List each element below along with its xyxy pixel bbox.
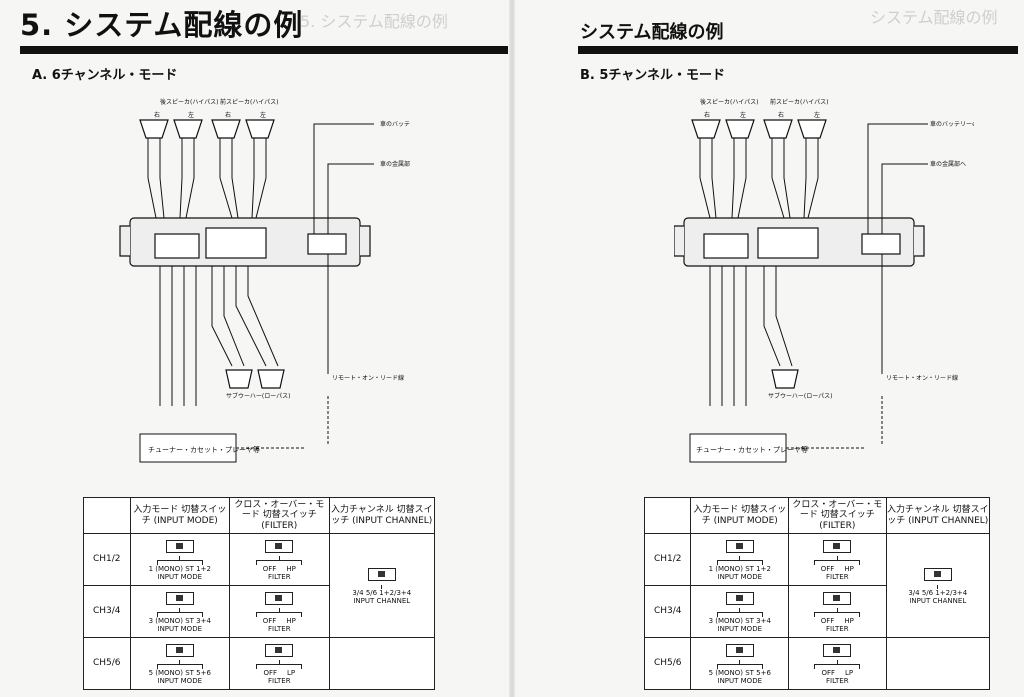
channel-label: CH5/6: [83, 637, 131, 690]
remote-lead-label: リモート・オン・リード線: [332, 374, 404, 382]
speaker-right-label: 右: [704, 111, 710, 119]
sub-wires: [211, 266, 279, 367]
empty-cell: [885, 637, 991, 690]
speaker-icon: [691, 119, 827, 139]
title-rule: [20, 46, 508, 54]
amplifier: [674, 217, 925, 267]
header-input-mode: 入力モード 切替スイッチ (INPUT MODE): [129, 497, 231, 534]
remote-lead-label: リモート・オン・リード線: [886, 374, 958, 382]
wiring-diagram: 後スピーカ(ハイパス) 前スピーカ(ハイパス) 右 左 右 左: [110, 96, 410, 466]
switch-settings-table: 入力モード 切替スイッチ (INPUT MODE) クロス・オーバー・モード 切…: [643, 497, 991, 690]
speaker-left-label: 左: [260, 111, 266, 119]
power-wires: [867, 123, 928, 374]
header-input-mode: 入力モード 切替スイッチ (INPUT MODE): [690, 497, 790, 534]
page-gutter: [509, 0, 515, 697]
switch-settings-table: 入力モード 切替スイッチ (INPUT MODE) クロス・オーバー・モード 切…: [83, 497, 436, 690]
speaker-left-label: 左: [188, 111, 194, 119]
bleed-through-text: 5. システム配線の例: [300, 12, 448, 31]
source-unit-label: チューナー・カセット・プレーヤ等: [696, 445, 808, 454]
header-filter: クロス・オーバー・モード 切替スイッチ (FILTER): [229, 497, 330, 534]
remote-dashed-lead: [786, 396, 883, 449]
speaker-left-label: 左: [814, 111, 820, 119]
source-unit-box: [139, 433, 237, 463]
wiring-diagram: 後スピーカ(ハイパス) 前スピーカ(ハイパス) 右 左 右 左: [674, 96, 974, 466]
speaker-right-label: 右: [154, 111, 160, 119]
mode-title: B. 5チャンネル・モード: [580, 68, 726, 83]
title-rule: [578, 46, 1018, 54]
channel-label: CH5/6: [643, 637, 692, 690]
rear-speakers-label: 後スピーカ(ハイパス): [700, 98, 758, 106]
speaker-icon: [139, 119, 275, 139]
front-speakers-label: 前スピーカ(ハイパス): [770, 98, 828, 106]
battery-label: 車のバッテリー⊕端子へ: [380, 120, 410, 128]
table-corner: [643, 497, 692, 534]
left-page: 5. システム配線の例 5. システム配線の例 A. 6チャンネル・モード 後ス…: [0, 0, 510, 697]
amplifier: [119, 217, 371, 267]
section-title: システム配線の例: [580, 22, 724, 43]
subwoofer-label: サブウーハー(ローパス): [226, 392, 291, 400]
ground-label: 車の金属部へ: [930, 160, 966, 168]
channel-label: CH1/2: [83, 533, 131, 586]
subwoofer-icon: [771, 369, 799, 389]
rca-cables: [709, 266, 747, 406]
rear-speakers-label: 後スピーカ(ハイパス): [160, 98, 218, 106]
power-wires: [313, 123, 374, 374]
header-filter: クロス・オーバー・モード 切替スイッチ (FILTER): [788, 497, 887, 534]
channel-label: CH3/4: [83, 585, 131, 638]
speaker-right-label: 右: [778, 111, 784, 119]
bleed-through-text: システム配線の例: [870, 8, 998, 27]
rca-cables: [159, 266, 197, 406]
battery-label: 車のバッテリー⊕端子へ: [930, 120, 974, 128]
section-title: 5. システム配線の例: [20, 8, 304, 42]
remote-dashed-lead: [236, 396, 329, 449]
speaker-wires: [699, 138, 819, 219]
sub-wires: [763, 266, 793, 367]
channel-label: CH3/4: [643, 585, 692, 638]
speaker-wires: [147, 138, 267, 219]
right-page: システム配線の例 システム配線の例 B. 5チャンネル・モード 後スピーカ(ハイ…: [514, 0, 1024, 697]
header-input-channel: 入力チャンネル 切替スイッチ (INPUT CHANNEL): [328, 497, 436, 534]
table-corner: [83, 497, 131, 534]
source-unit-label: チューナー・カセット・プレーヤ等: [148, 445, 260, 454]
mode-title: A. 6チャンネル・モード: [32, 68, 178, 83]
header-input-channel: 入力チャンネル 切替スイッチ (INPUT CHANNEL): [885, 497, 991, 534]
subwoofer-icon: [225, 369, 285, 389]
empty-cell: [328, 637, 436, 690]
front-speakers-label: 前スピーカ(ハイパス): [220, 98, 278, 106]
channel-label: CH1/2: [643, 533, 692, 586]
speaker-left-label: 左: [740, 111, 746, 119]
ground-label: 車の金属部へ: [380, 160, 410, 168]
speaker-right-label: 右: [225, 111, 231, 119]
subwoofer-label: サブウーハー(ローパス): [768, 392, 833, 400]
